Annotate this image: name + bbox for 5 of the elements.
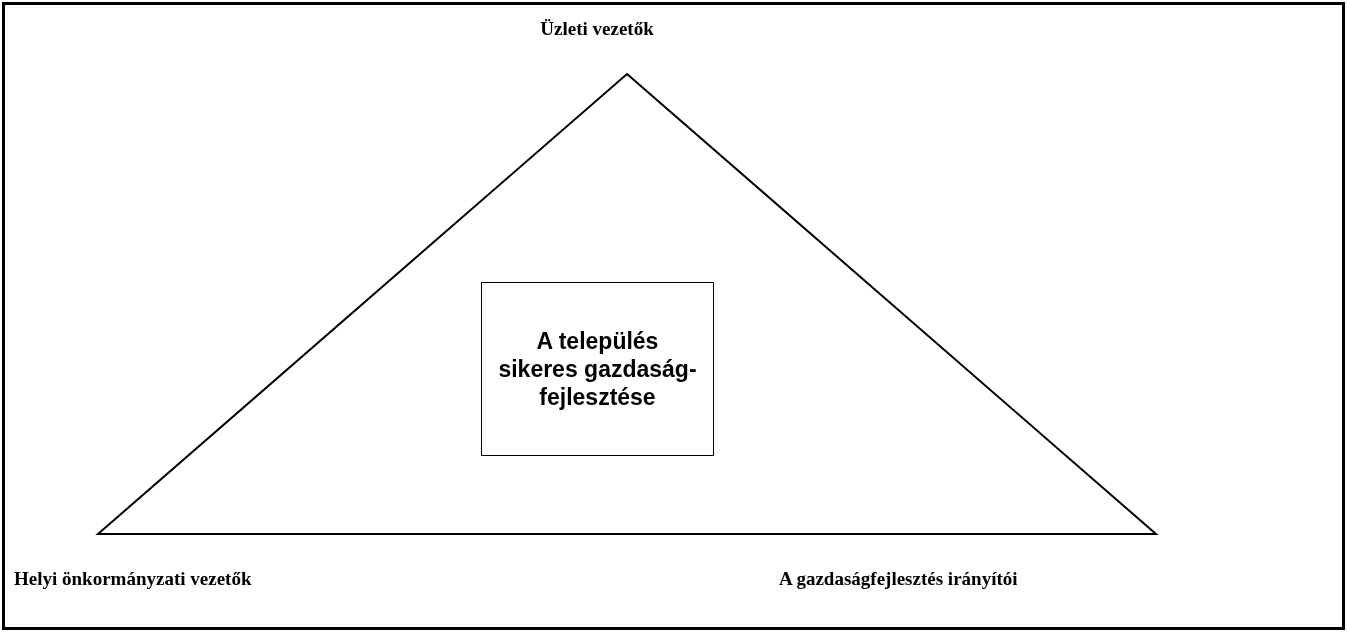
- vertex-label: A gazdaságfejlesztés irányítói: [779, 568, 1018, 590]
- vertex-label: Helyi önkormányzati vezetők: [14, 568, 252, 590]
- vertex-label: Üzleti vezetők: [540, 18, 654, 40]
- box-title: A település sikeres gazdaság-fejlesztése: [497, 327, 698, 411]
- concept-box: [481, 282, 714, 456]
